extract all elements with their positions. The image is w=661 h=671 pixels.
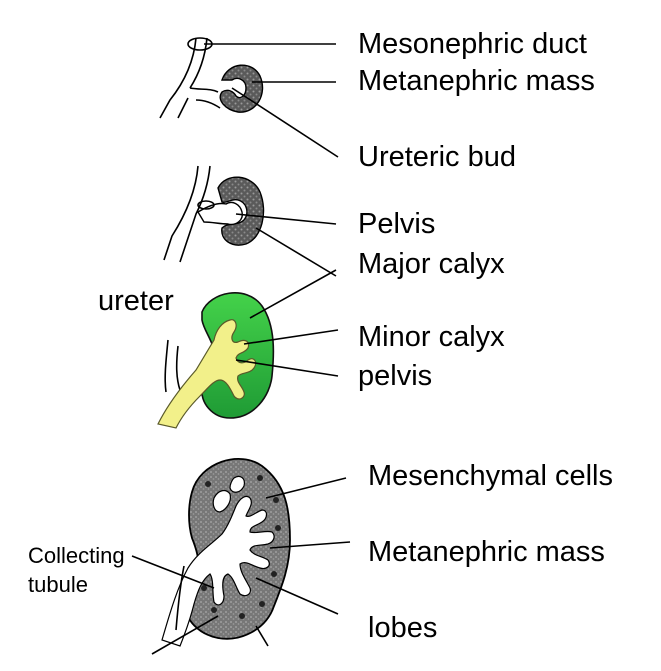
pelvis-shape-2: [197, 201, 243, 226]
label-metanephric-mass-2: Metanephric mass: [368, 536, 605, 568]
stage2-drawing: [163, 165, 337, 277]
label-lobes: lobes: [368, 612, 438, 644]
label-collecting-tubule-line1: Collecting: [28, 543, 125, 568]
label-pelvis-lower: pelvis: [358, 360, 433, 392]
label-pelvis-upper: Pelvis: [358, 208, 436, 240]
label-mesonephric-duct: Mesonephric duct: [358, 28, 587, 60]
collecting-system-branches: [161, 475, 275, 647]
label-major-calyx: Major calyx: [358, 248, 505, 280]
label-minor-calyx: Minor calyx: [358, 321, 505, 353]
yellow-pelvis-shape: [157, 319, 257, 429]
stage1-drawing: [159, 37, 339, 158]
metanephric-mass-shape-2: [217, 176, 265, 246]
label-metanephric-mass-1: Metanephric mass: [358, 65, 595, 97]
stage4-drawing: [131, 458, 351, 655]
metanephric-mass-shape-1: [219, 64, 264, 113]
label-ureter: ureter: [98, 285, 174, 317]
mesenchymal-cell-clusters: [201, 475, 281, 619]
mesonephric-duct-shape: [159, 37, 197, 119]
label-collecting-tubule-line2: tubule: [28, 572, 88, 597]
stage3-drawing: [157, 269, 339, 429]
label-ureteric-bud: Ureteric bud: [358, 141, 516, 173]
label-mesenchymal-cells: Mesenchymal cells: [368, 460, 613, 492]
